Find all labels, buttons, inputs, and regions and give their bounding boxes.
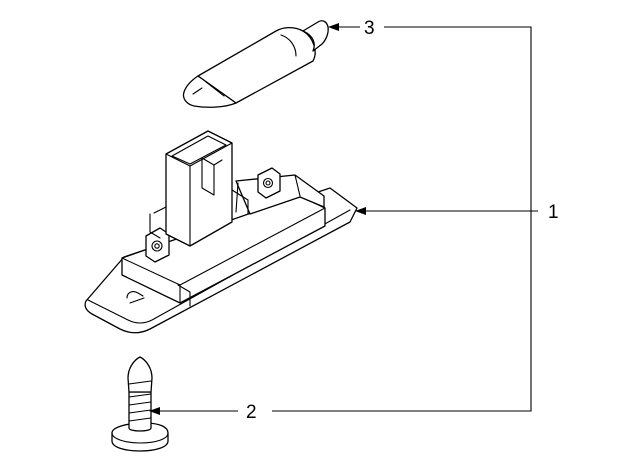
callout-3-label: 3: [364, 18, 375, 39]
callout-1-label: 1: [548, 202, 559, 223]
arrowhead-3: [328, 23, 339, 31]
arrowhead-1: [355, 207, 366, 215]
arrowhead-2: [149, 407, 160, 415]
screw-part[interactable]: [111, 356, 169, 452]
lamp-housing-part[interactable]: [84, 130, 358, 334]
bulb-part[interactable]: [182, 20, 329, 108]
leader-lines: [149, 23, 538, 415]
callout-2-label: 2: [246, 402, 257, 423]
